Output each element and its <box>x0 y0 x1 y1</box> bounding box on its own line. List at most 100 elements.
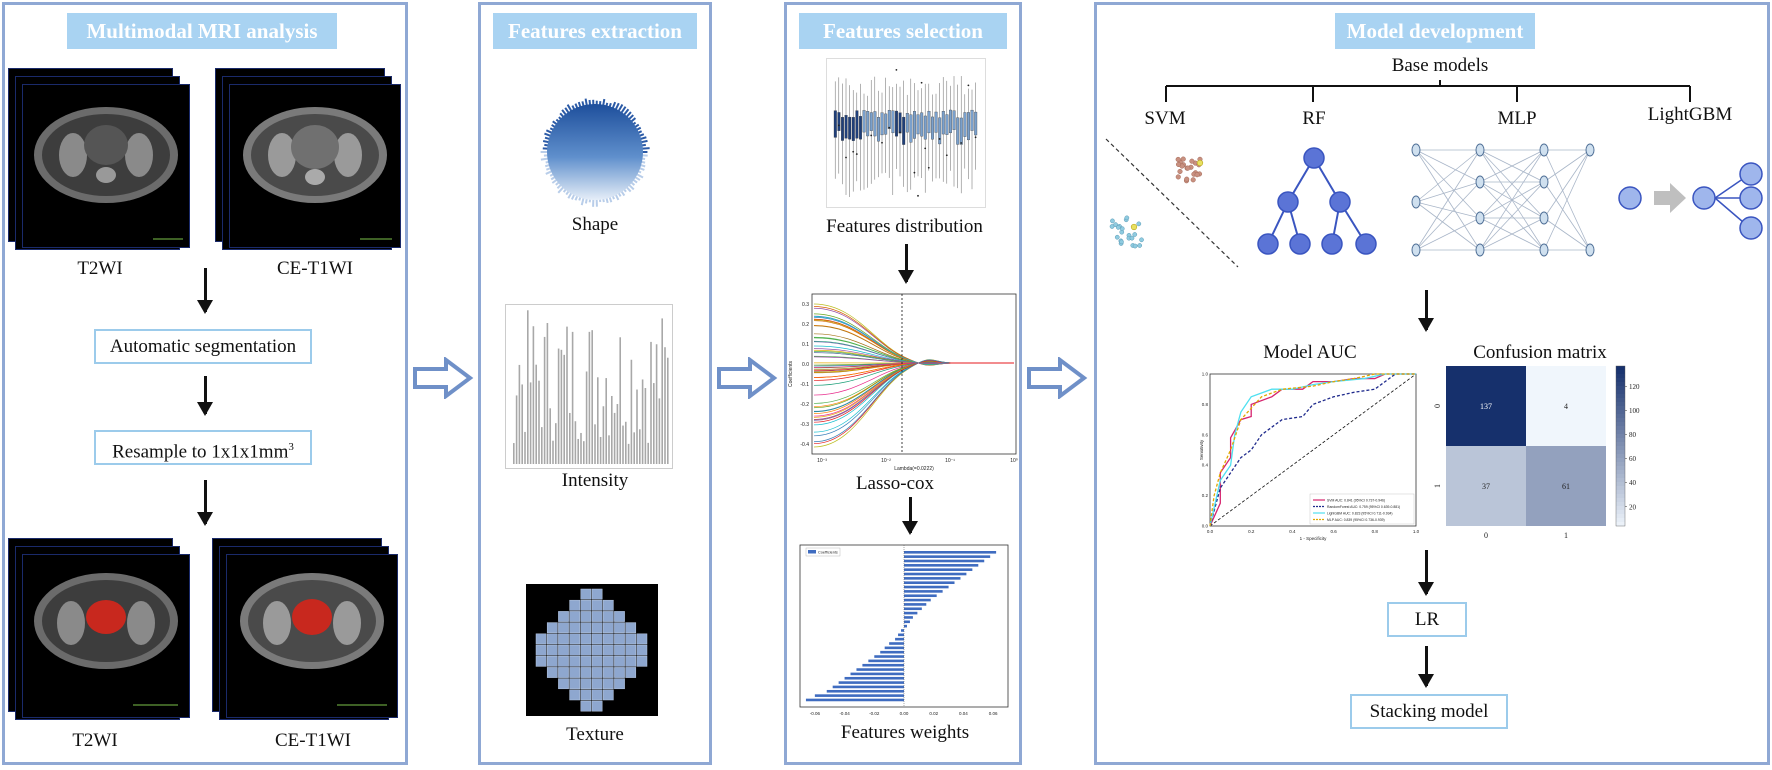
boxplot-outlier <box>974 136 977 139</box>
boxplot-outlier <box>855 153 858 155</box>
intensity-bar <box>622 425 624 464</box>
texture-cell <box>558 611 569 622</box>
roc-curve <box>1209 373 1416 527</box>
label-t2wi-bottom: T2WI <box>72 730 118 751</box>
boxplot-box <box>880 112 884 136</box>
lasso-y-tick: 0.0 <box>802 362 809 368</box>
boxplot-outlier <box>917 194 919 197</box>
lasso-frame <box>811 293 1017 455</box>
svm-point-class-b <box>1110 218 1115 224</box>
svm-support-vector <box>1130 223 1138 231</box>
weights-x-tick: -0.02 <box>869 711 880 716</box>
roc-legend-box <box>1309 493 1415 525</box>
cm-colorbar-tick: 40 <box>1629 479 1637 487</box>
texture-cell <box>591 678 603 690</box>
texture-cell <box>591 633 603 645</box>
flow-arrow-2-icon <box>717 357 778 399</box>
roc-y-label: Sensitivity <box>1200 439 1204 460</box>
step-resample-superscript: 3 <box>288 441 294 453</box>
mlp-connection <box>1543 149 1591 219</box>
boxplot-box <box>916 114 920 135</box>
svm-support-vector <box>1196 159 1204 167</box>
mlp-neuron <box>1411 243 1421 257</box>
ce-t1wi-scan-image <box>243 107 392 240</box>
svm-point-class-b <box>1136 221 1142 227</box>
texture-cell <box>602 622 614 634</box>
mlp-neuron <box>1475 143 1485 157</box>
texture-cell <box>602 599 614 611</box>
intensity-bar <box>630 359 633 464</box>
mlp-connection <box>1543 181 1591 251</box>
weights-bar <box>904 559 985 563</box>
mlp-neuron <box>1475 243 1485 257</box>
intensity-bar <box>569 412 571 464</box>
intensity-bar <box>535 364 537 464</box>
cm-colorbar-segment <box>1616 518 1625 523</box>
intensity-bar <box>532 326 535 464</box>
boxplot-box <box>841 117 844 141</box>
roc-legend-label: LightGBM AUC: 0.823 (95%CI 0.711-0.934) <box>1327 512 1393 516</box>
intensity-bar <box>667 357 669 464</box>
cm-colorbar-segment <box>1616 482 1625 487</box>
boxplot-outlier <box>845 156 847 159</box>
panel-title-selection: Features selection <box>799 13 1007 49</box>
mlp-connection <box>1415 149 1481 219</box>
texture-grid-graphic <box>526 584 658 716</box>
texture-cell <box>591 611 603 622</box>
roc-legend-label: RandomForest AUC: 0.759 (95%CI 0.639-0.8… <box>1327 505 1400 509</box>
svm-point-class-a <box>1175 174 1181 180</box>
texture-cell <box>546 655 558 667</box>
intensity-bar <box>538 380 540 464</box>
ce-t1wi-segmented-scan <box>240 573 387 706</box>
texture-cell <box>558 644 569 656</box>
weights-bar <box>904 572 967 576</box>
mlp-connection <box>1415 201 1481 219</box>
weights-bar <box>874 655 904 658</box>
boxplot-outlier <box>927 166 930 169</box>
cm-y-tick: 1 <box>1433 484 1442 488</box>
lr-box: LR <box>1387 602 1467 637</box>
shape-sphere-icon <box>540 98 650 207</box>
roc-x-tick: 0.0 <box>1207 529 1214 534</box>
texture-cell <box>591 599 603 611</box>
lasso-x-tick: 10⁻³ <box>817 458 827 464</box>
intensity-bar <box>658 398 661 464</box>
cm-colorbar-segment <box>1616 486 1625 491</box>
texture-cell <box>625 655 637 667</box>
weights-bar <box>904 568 973 571</box>
boxplot-box <box>848 116 852 140</box>
texture-cell <box>558 633 569 645</box>
boxplot-box <box>967 112 970 141</box>
roc-y-tick: 0.2 <box>1202 493 1209 498</box>
svm-point-class-b <box>1124 215 1130 221</box>
intensity-bar <box>664 347 666 464</box>
texture-cell <box>580 622 592 634</box>
cm-colorbar-segment <box>1616 502 1625 507</box>
roc-x-tick: 1.0 <box>1413 529 1420 534</box>
texture-cell <box>614 655 625 667</box>
boxplot-box <box>851 117 855 141</box>
svm-point-class-b <box>1137 243 1143 248</box>
boxplot-outlier <box>945 154 948 157</box>
lasso-y-tick: 0.3 <box>802 302 809 308</box>
lasso-y-tick: -0.1 <box>800 382 809 388</box>
mlp-connection <box>1479 149 1545 219</box>
mlp-connection <box>1479 149 1545 183</box>
weights-bar <box>904 607 922 611</box>
weights-bar <box>904 611 918 615</box>
boxplot-box <box>837 112 841 131</box>
texture-cell <box>591 655 603 667</box>
roc-y-tick: 0.4 <box>1202 463 1209 468</box>
cm-colorbar-segment <box>1616 490 1625 495</box>
arrow-selection-2 <box>902 497 918 535</box>
intensity-bar <box>549 408 551 464</box>
panel-title-mri: Multimodal MRI analysis <box>67 13 337 49</box>
weights-bar <box>805 698 904 702</box>
intensity-bar <box>636 389 638 464</box>
texture-cell <box>591 667 603 678</box>
intensity-bar <box>650 341 652 464</box>
weights-bar <box>862 663 904 667</box>
intensity-bar <box>577 438 579 464</box>
texture-cell <box>591 622 603 634</box>
